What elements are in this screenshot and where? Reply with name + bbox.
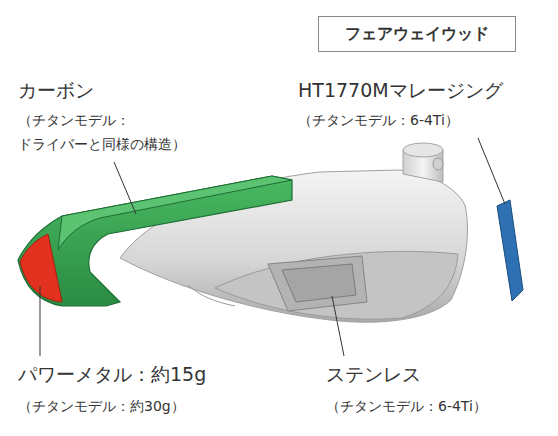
leader-lines bbox=[40, 138, 505, 356]
part-note: （チタンモデル： ドライバーと同様の構造） bbox=[18, 108, 248, 156]
carbon-crown bbox=[18, 176, 292, 306]
part-name: HT1770Mマレージング bbox=[298, 78, 503, 102]
head-body bbox=[120, 143, 467, 322]
part-note: （チタンモデル：約30g） bbox=[18, 394, 185, 418]
part-note: （チタンモデル：6-4Ti） bbox=[298, 108, 459, 132]
face-insert bbox=[497, 200, 523, 301]
part-name: パワーメタル：約15g bbox=[18, 362, 206, 386]
part-note: （チタンモデル：6-4Ti） bbox=[326, 394, 487, 418]
title-box: フェアウェイウッド bbox=[318, 16, 516, 52]
part-name: カーボン bbox=[18, 78, 94, 102]
title-text: フェアウェイウッド bbox=[345, 24, 489, 44]
part-name: ステンレス bbox=[326, 362, 421, 386]
